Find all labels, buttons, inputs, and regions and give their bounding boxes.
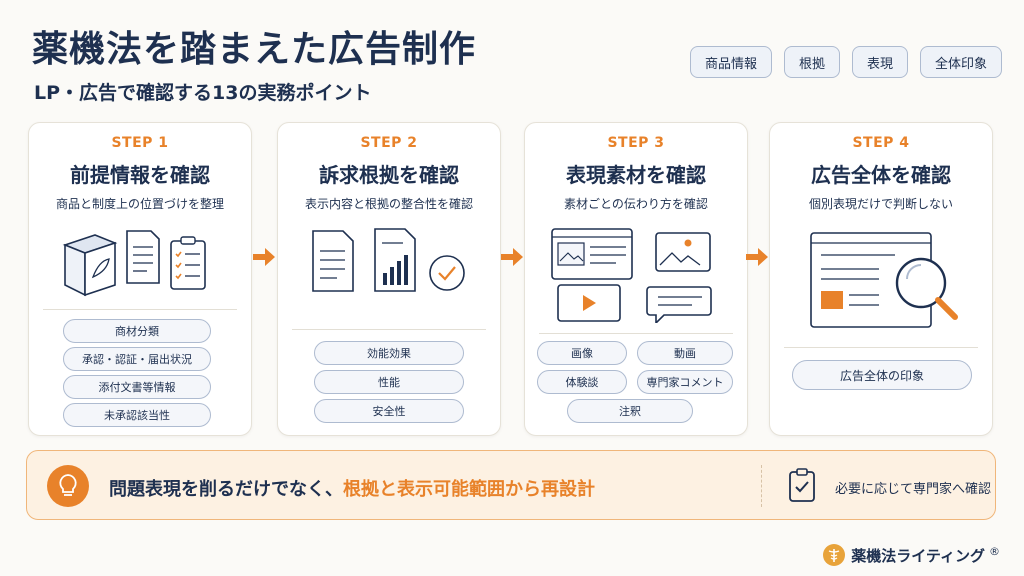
divider [43, 309, 237, 310]
check-item-pill: 注釈 [567, 399, 693, 423]
step-label: STEP 1 [111, 135, 169, 151]
page-subtitle: LP・広告で確認する13の実務ポイント [34, 82, 372, 104]
tag-overall-impression: 全体印象 [919, 46, 1002, 78]
tag-product-info: 商品情報 [689, 46, 772, 78]
check-item-pill: 承認・認証・届出状況 [63, 347, 211, 371]
step-illustration [770, 229, 992, 328]
step-card-2: STEP 2 訴求根拠を確認 表示内容と根拠の整合性を確認 効能効果 性能 安全… [277, 122, 501, 436]
product-box-document-checklist-icon [62, 230, 206, 297]
step-label: STEP 2 [360, 135, 418, 151]
check-item-pill: 画像 [537, 341, 627, 365]
step-description: 商品と制度上の位置づけを整理 [55, 197, 224, 211]
step-card-4: STEP 4 広告全体を確認 個別表現だけで判断しない 広告全体の印象 [769, 122, 993, 436]
media-materials-icon [551, 228, 712, 323]
tag-list: 商品情報 根拠 表現 全体印象 [689, 46, 1002, 78]
arrow-right-icon [501, 248, 523, 266]
check-item-pill: 専門家コメント [637, 370, 733, 394]
check-item-pill: 商材分類 [63, 319, 211, 343]
step-title: 広告全体を確認 [811, 163, 951, 187]
check-item-pill: 動画 [637, 341, 733, 365]
step-illustration [525, 227, 747, 323]
step-description: 表示内容と根拠の整合性を確認 [304, 197, 473, 211]
check-item-pill: 性能 [314, 370, 464, 394]
step-title: 前提情報を確認 [70, 163, 210, 187]
clipboard-check-icon [789, 468, 815, 502]
check-item-pill: 添付文書等情報 [63, 375, 211, 399]
check-item-pill: 未承認該当性 [63, 403, 211, 427]
brand-logo-block: 薬機法ライティング ® [823, 544, 1000, 566]
registered-mark: ® [989, 544, 1000, 558]
check-item-pill: 広告全体の印象 [792, 360, 972, 390]
step-label: STEP 3 [607, 135, 665, 151]
document-chart-check-icon [312, 228, 465, 292]
summary-text-main: 問題表現を削るだけでなく、 [109, 479, 343, 500]
caduceus-logo-icon [823, 544, 846, 566]
tag-evidence: 根拠 [783, 46, 840, 78]
tag-expression: 表現 [851, 46, 908, 78]
lightbulb-icon [47, 465, 89, 507]
arrow-right-icon [746, 248, 768, 266]
step-illustration [278, 223, 500, 313]
expert-consult-note: 必要に応じて専門家へ確認 [835, 482, 992, 497]
arrow-right-icon [253, 248, 275, 266]
step-card-1: STEP 1 前提情報を確認 商品と制度上の位置づけを整理 商材分類 [28, 122, 252, 436]
summary-text: 問題表現を削るだけでなく、根拠と表示可能範囲から再設計 [109, 475, 595, 501]
dashed-divider [761, 465, 762, 507]
step-illustration [29, 223, 251, 313]
check-item-pill: 効能効果 [314, 341, 464, 365]
step-title: 表現素材を確認 [566, 163, 706, 187]
step-label: STEP 4 [852, 135, 910, 151]
step-title: 訴求根拠を確認 [319, 163, 459, 187]
step-description: 個別表現だけで判断しない [808, 197, 953, 211]
magnifier-webpage-icon [810, 232, 958, 328]
summary-text-highlight: 根拠と表示可能範囲から再設計 [343, 479, 595, 500]
summary-banner: 問題表現を削るだけでなく、根拠と表示可能範囲から再設計 必要に応じて専門家へ確認 [26, 450, 996, 520]
divider [539, 333, 733, 334]
check-item-pill: 安全性 [314, 399, 464, 423]
divider [784, 347, 978, 348]
brand-name: 薬機法ライティング [851, 546, 985, 565]
step-card-3: STEP 3 表現素材を確認 素材ごとの伝わり方を確認 画像 動画 体験談 [524, 122, 748, 436]
page-title: 薬機法を踏まえた広告制作 [32, 29, 477, 70]
divider [292, 329, 486, 330]
check-item-pill: 体験談 [537, 370, 627, 394]
step-description: 素材ごとの伝わり方を確認 [564, 197, 708, 211]
